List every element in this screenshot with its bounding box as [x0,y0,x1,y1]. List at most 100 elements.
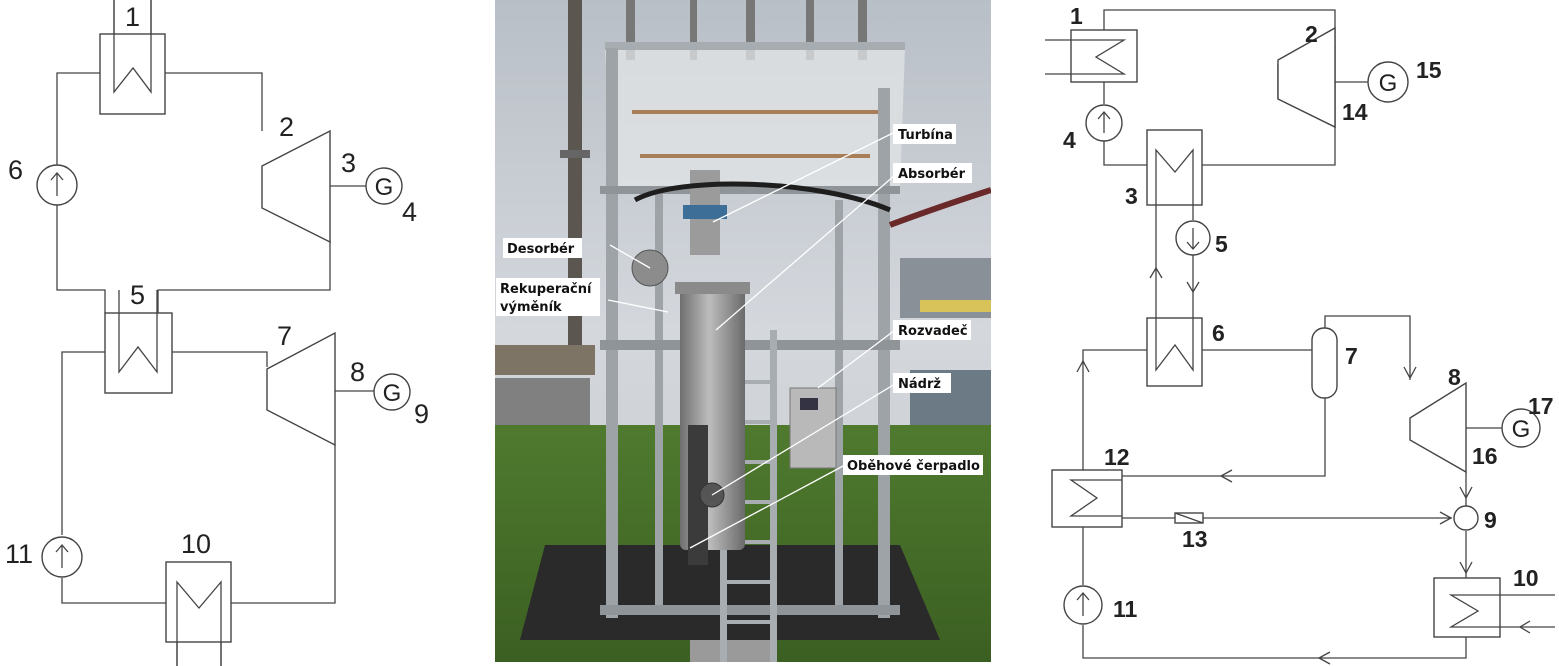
photo-frame-top [605,42,905,50]
left-label-5: 5 [130,280,145,310]
left-pump-11-arrowhead [55,544,69,553]
photo-leader-lines [607,131,896,549]
right-hx-10-coil [1448,594,1500,628]
left-pipe-7-to-10 [231,445,336,604]
photo-absorber-flange [675,282,750,294]
right-pipe-4-to-3 [1103,141,1147,166]
right-label-13: 13 [1182,526,1208,552]
photo-frame-mid-beam [600,340,900,350]
right-label-5: 5 [1215,231,1228,257]
photo-label-turbina: Turbína [898,128,953,143]
photo-pole-1 [626,0,635,60]
photo-pole-2 [690,0,697,60]
photo-pole-4 [806,0,814,60]
left-pipe-1-to-6 [56,72,100,165]
right-heat-exchanger-6 [1146,317,1203,387]
right-arrow-down-9-10 [1459,561,1473,575]
photo-frame-post-mid-left [655,190,663,610]
right-heat-exchanger-1 [1070,29,1138,83]
left-pump-6-arrowhead [50,172,64,181]
right-label-6: 6 [1212,320,1225,346]
right-arrow-right-13-9 [1439,511,1453,525]
right-generator-15 [1367,61,1409,103]
right-label-3: 3 [1125,183,1138,209]
left-turbine-2 [261,129,331,244]
right-label-8: 8 [1448,364,1461,390]
right-gen-top-text: G [1379,70,1398,97]
left-cycle-diagram: G G 1 2 3 4 5 6 7 8 9 10 11 [5,0,429,666]
photo-label-rozvadec: Rozvadeč [898,324,968,339]
left-hx-1-coil [113,0,152,94]
photo-label-cerpadlo: Oběhové čerpadlo [847,459,980,474]
photo-label-rekuperacni-1: Rekuperační [500,282,593,297]
left-label-6: 6 [8,155,23,185]
left-label-10: 10 [181,529,211,559]
right-label-1: 1 [1070,3,1083,29]
right-label-14: 14 [1342,99,1368,125]
photo-pole-5 [858,0,867,60]
photo-gabion-wall [495,378,590,428]
left-gen-top-text: G [375,174,394,201]
right-label-2: 2 [1305,21,1318,47]
photo-frame-post-mid-right [835,200,843,610]
photo-label-nadrz-box [893,373,951,393]
right-hx-12-coil [1068,479,1122,517]
right-hx-3-coil [1155,148,1194,205]
left-hx-5-coil [118,290,158,374]
photo-pole-3 [746,0,755,60]
photo-frame-post-left [606,48,618,618]
right-label-16: 16 [1472,443,1498,469]
left-turbine-7-body [266,331,336,447]
photo-label-rekuperacni-box [496,278,600,316]
right-label-4: 4 [1063,127,1076,153]
left-generator-9 [373,373,411,411]
left-label-8: 8 [350,357,365,387]
right-pipe-10-to-11 [1082,625,1467,659]
right-pipe-1-to-2 [1103,9,1336,48]
left-hx-10-coil [176,580,222,666]
right-hx-6-coil [1155,318,1194,373]
right-separator-7 [1311,327,1338,399]
photo-frame-post-right [878,88,890,618]
right-mixer-9 [1453,505,1479,531]
right-cycle-diagram: G G 1 [1045,3,1555,665]
photo-cabinet-screen [800,398,818,410]
left-label-11: 11 [5,539,33,569]
right-arrow-left-10-11 [1317,651,1331,665]
right-pump-11-arrowhead [1076,592,1090,601]
photo-chimney-ring [560,150,590,158]
photo-panel: Turbína Absorbér Desorbér Rekuperační vý… [495,0,991,662]
photo-yellow-pipe [920,300,991,312]
photo-label-rozvadec-box [893,320,971,340]
right-label-9: 9 [1484,507,1497,533]
right-gen-bottom-text: G [1512,416,1531,443]
right-label-17: 17 [1528,393,1554,419]
left-pipe-1-to-2 [165,72,263,131]
right-label-15: 15 [1416,57,1442,83]
left-label-9: 9 [414,399,429,429]
left-pipe-2-to-5 [157,240,331,313]
photo-base-slab [690,640,775,662]
right-arrow-left-7-12 [1219,469,1233,483]
right-turbine-8 [1409,381,1467,474]
photo-label-turbina-box [893,124,956,144]
left-gen-bottom-text: G [383,380,402,407]
right-pump-4-arrowhead [1097,111,1111,120]
photo-control-cabinet [789,387,837,469]
left-pipe-5-to-11 [61,351,105,535]
right-arrow-left-10-stream [1518,620,1531,634]
right-arrow-up-12-6 [1076,359,1090,373]
photo-roof [605,48,905,190]
right-generator-17 [1501,408,1541,448]
photo-frame-bottom-beam [600,605,900,615]
right-arrow-down-8-9 [1459,486,1473,500]
right-pipe-6-to-12 [1082,349,1147,470]
photo-chimney [568,0,582,372]
right-pipe-7-to-12 [1122,398,1326,477]
photo-label-absorber: Absorbér [898,167,966,182]
left-label-3: 3 [341,148,356,178]
photo-label-nadrz: Nádrž [898,377,941,392]
photo-label-desorber: Desorbér [507,242,575,257]
right-label-11: 11 [1113,596,1138,622]
